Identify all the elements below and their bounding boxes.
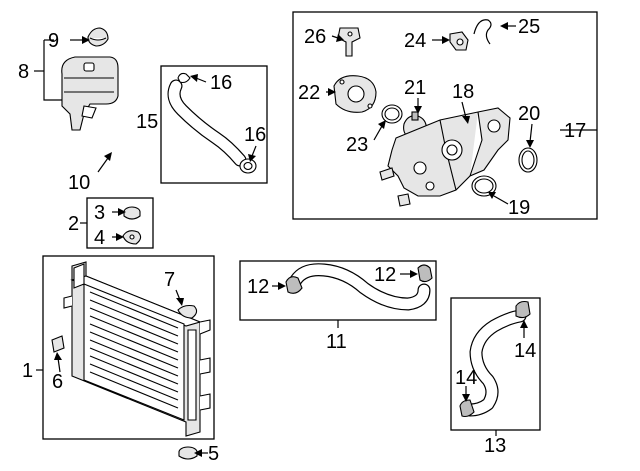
callout-8[interactable]: 8 (18, 61, 29, 83)
callout-22[interactable]: 22 (298, 82, 320, 104)
thermostat-housing-group-box (292, 11, 598, 220)
clamp-12-left (285, 276, 303, 294)
callout-26[interactable]: 26 (304, 26, 326, 48)
callout-14-upper[interactable]: 14 (514, 340, 536, 362)
cap-3 (123, 206, 141, 220)
clamp-16-upper (177, 72, 191, 84)
pad-7 (177, 304, 198, 319)
callout-25[interactable]: 25 (518, 16, 540, 38)
callout-19[interactable]: 19 (508, 197, 530, 219)
clip-25 (473, 19, 492, 45)
clamp-14-lower (459, 399, 475, 418)
callout-15[interactable]: 15 (136, 111, 158, 133)
callout-24[interactable]: 24 (404, 30, 426, 52)
gasket-4 (122, 230, 142, 245)
water-outlet-22 (333, 75, 377, 113)
callout-2[interactable]: 2 (68, 213, 79, 235)
callout-20[interactable]: 20 (518, 103, 540, 125)
callout-23[interactable]: 23 (346, 134, 368, 156)
hose-15 (167, 79, 247, 167)
callout-11[interactable]: 11 (326, 331, 347, 353)
callout-1[interactable]: 1 (22, 360, 33, 382)
gasket-19 (471, 175, 497, 197)
callout-14-lower[interactable]: 14 (455, 367, 477, 389)
clamp-14-upper (515, 300, 531, 319)
bracket-6 (51, 335, 65, 353)
clamp-16-lower (239, 158, 257, 174)
reservoir-cap (87, 27, 109, 47)
reservoir-hose (84, 128, 123, 182)
callout-17[interactable]: 17 (564, 120, 586, 142)
callout-6[interactable]: 6 (52, 371, 63, 393)
hose-15-group-box (160, 65, 268, 184)
drain-cap-5 (178, 446, 198, 460)
callout-10[interactable]: 10 (68, 172, 90, 194)
callout-9[interactable]: 9 (48, 30, 59, 52)
callout-3[interactable]: 3 (94, 202, 105, 224)
callout-4[interactable]: 4 (94, 227, 105, 249)
callout-5[interactable]: 5 (208, 443, 219, 465)
callout-12-left[interactable]: 12 (247, 276, 269, 298)
callout-7[interactable]: 7 (164, 269, 175, 291)
radiator-group-box (42, 255, 215, 440)
bracket-26 (337, 27, 361, 57)
callout-16-lower[interactable]: 16 (244, 124, 266, 146)
hose-13 (463, 309, 527, 417)
callout-18[interactable]: 18 (452, 81, 474, 103)
callout-16-upper[interactable]: 16 (210, 72, 232, 94)
callout-21[interactable]: 21 (404, 77, 426, 99)
callout-12-right[interactable]: 12 (374, 264, 396, 286)
housing-18 (379, 107, 511, 207)
callout-13[interactable]: 13 (484, 435, 506, 457)
reservoir-tank (61, 56, 119, 131)
clamp-12-right (417, 264, 433, 283)
gasket-20 (518, 147, 538, 173)
sensor-24 (449, 31, 469, 51)
hose-11 (289, 263, 431, 311)
gasket-23 (381, 104, 403, 124)
radiator (63, 261, 211, 437)
